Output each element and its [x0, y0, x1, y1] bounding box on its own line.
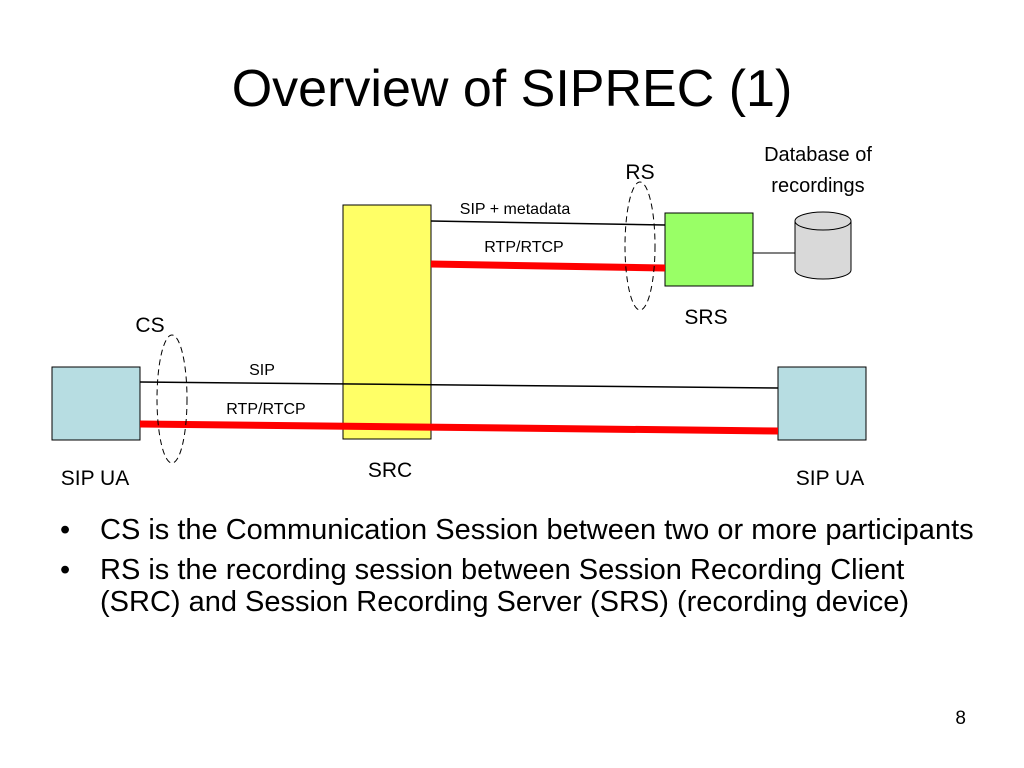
page-number: 8	[955, 708, 966, 729]
sip-ua-left-box	[51, 366, 141, 441]
rs-ellipse	[624, 181, 656, 311]
siprec-diagram: RS Database of recordings SIP + metadata…	[51, 144, 872, 490]
recording-rtp-stream	[430, 260, 666, 272]
database-label-line2: recordings	[771, 175, 864, 197]
srs-box	[664, 212, 754, 287]
bullet-item: • RS is the recording session between Se…	[60, 554, 980, 618]
srs-label: SRS	[684, 306, 727, 329]
rtp-stream	[139, 420, 779, 435]
cs-label: CS	[135, 314, 164, 337]
sip-line	[139, 381, 779, 389]
bullet-marker: •	[60, 554, 71, 586]
bullet-item: • CS is the Communication Session betwee…	[60, 514, 980, 546]
sip-ua-right-label: SIP UA	[796, 467, 864, 490]
sip-metadata-line	[430, 220, 666, 226]
slide-title: Overview of SIPREC (1)	[231, 60, 793, 118]
sip-ua-right-box	[777, 366, 867, 441]
database-label: Database of	[764, 144, 872, 166]
bullet-list: • CS is the Communication Session betwee…	[60, 514, 980, 626]
cs-ellipse	[156, 334, 188, 464]
sip-ua-left-label: SIP UA	[61, 467, 129, 490]
database-icon	[794, 211, 852, 280]
rs-label: RS	[625, 161, 654, 184]
bullet-text: RS is the recording session between Sess…	[100, 554, 910, 618]
sip-label: SIP	[249, 362, 275, 379]
bullet-text: CS is the Communication Session between …	[100, 514, 974, 546]
bullet-marker: •	[60, 514, 71, 546]
src-box	[342, 204, 432, 440]
rtp-rtcp-top-label: RTP/RTCP	[484, 239, 563, 256]
rtp-rtcp-bottom-label: RTP/RTCP	[226, 401, 305, 418]
src-label: SRC	[368, 459, 412, 482]
sip-metadata-label: SIP + metadata	[460, 201, 571, 218]
